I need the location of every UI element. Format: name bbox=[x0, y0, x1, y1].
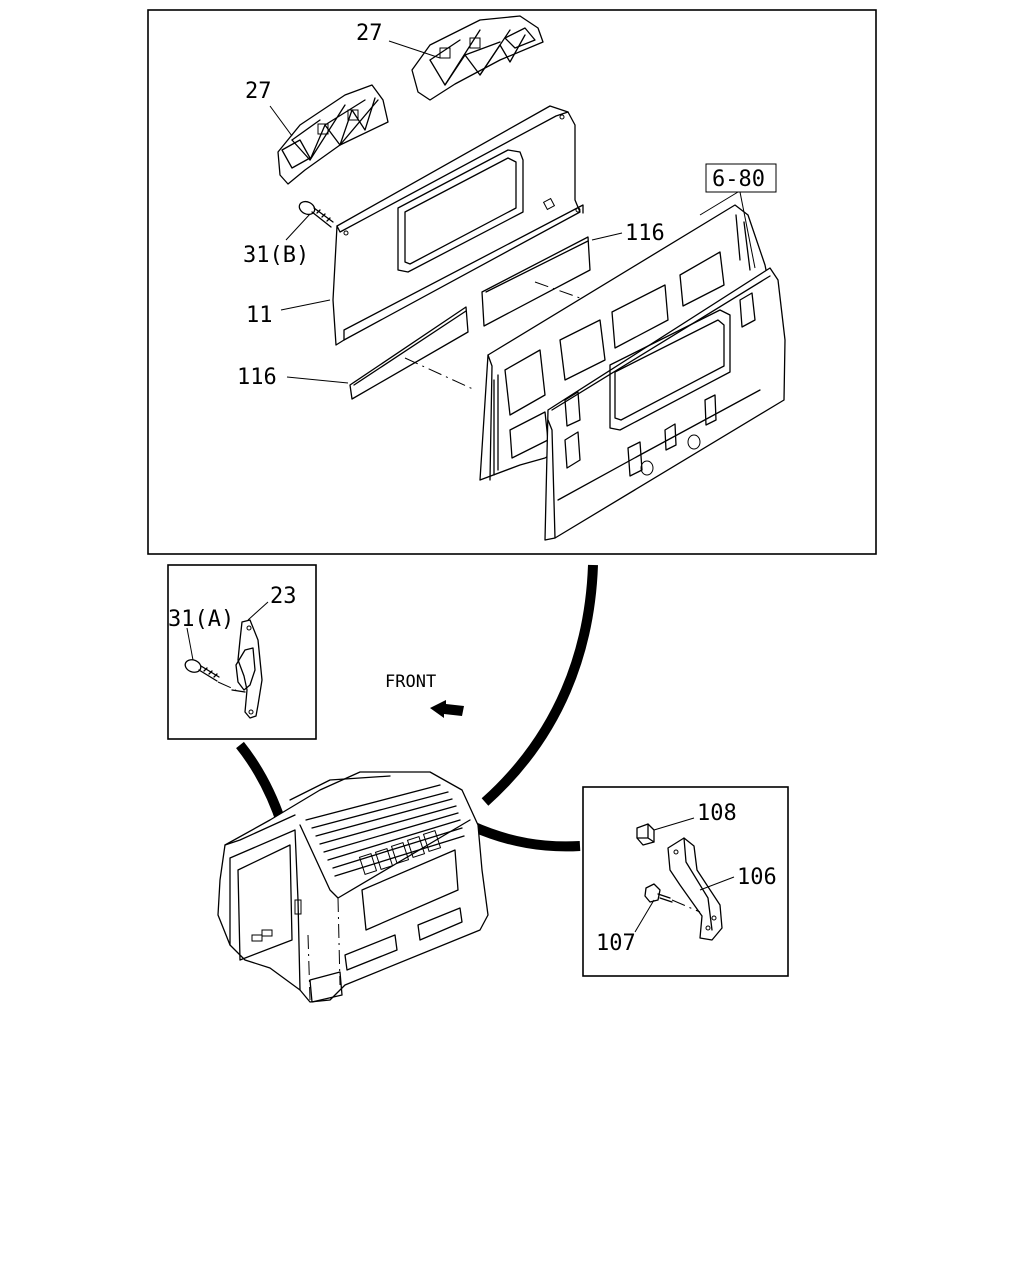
insulator-upper-part bbox=[481, 236, 591, 327]
cab-back-panel-reference bbox=[479, 204, 786, 541]
rear-panel-part bbox=[332, 105, 584, 346]
upper-trim-left-label: 27 bbox=[245, 79, 272, 104]
bracket-106-part bbox=[667, 837, 723, 941]
bracket-106-label: 106 bbox=[737, 865, 777, 890]
bolt-107-part bbox=[644, 883, 701, 913]
upper-trim-right-part bbox=[411, 15, 544, 101]
main-detail-frame bbox=[147, 9, 877, 555]
bracket-106-inset-frame bbox=[582, 786, 789, 977]
bolt-label: 107 bbox=[596, 931, 636, 956]
insulator-lower-part bbox=[349, 306, 469, 400]
screw-b-label: 31(B) bbox=[243, 243, 309, 268]
front-label: FRONT bbox=[385, 672, 436, 692]
upper-trim-left-part bbox=[277, 84, 389, 185]
nut-label: 108 bbox=[697, 801, 737, 826]
bracket-label: 23 bbox=[270, 584, 297, 609]
insulator-upper-label: 116 bbox=[625, 221, 665, 246]
reference-label: 6-80 bbox=[712, 167, 765, 192]
insulator-lower-label: 116 bbox=[237, 365, 277, 390]
screw-a-label: 31(A) bbox=[168, 607, 234, 632]
cab-overview bbox=[217, 771, 489, 1003]
bracket-inset-frame bbox=[167, 564, 317, 740]
front-arrow-icon bbox=[430, 700, 464, 718]
screw-a-part bbox=[184, 659, 237, 691]
nut-108-part bbox=[636, 823, 655, 846]
leader-curve-main bbox=[481, 564, 598, 806]
bracket-23-part bbox=[231, 619, 263, 719]
upper-trim-right-label: 27 bbox=[356, 21, 383, 46]
rear-panel-label: 11 bbox=[246, 303, 273, 328]
screw-b-part bbox=[298, 200, 334, 228]
leader-curve-bracket bbox=[469, 821, 581, 852]
